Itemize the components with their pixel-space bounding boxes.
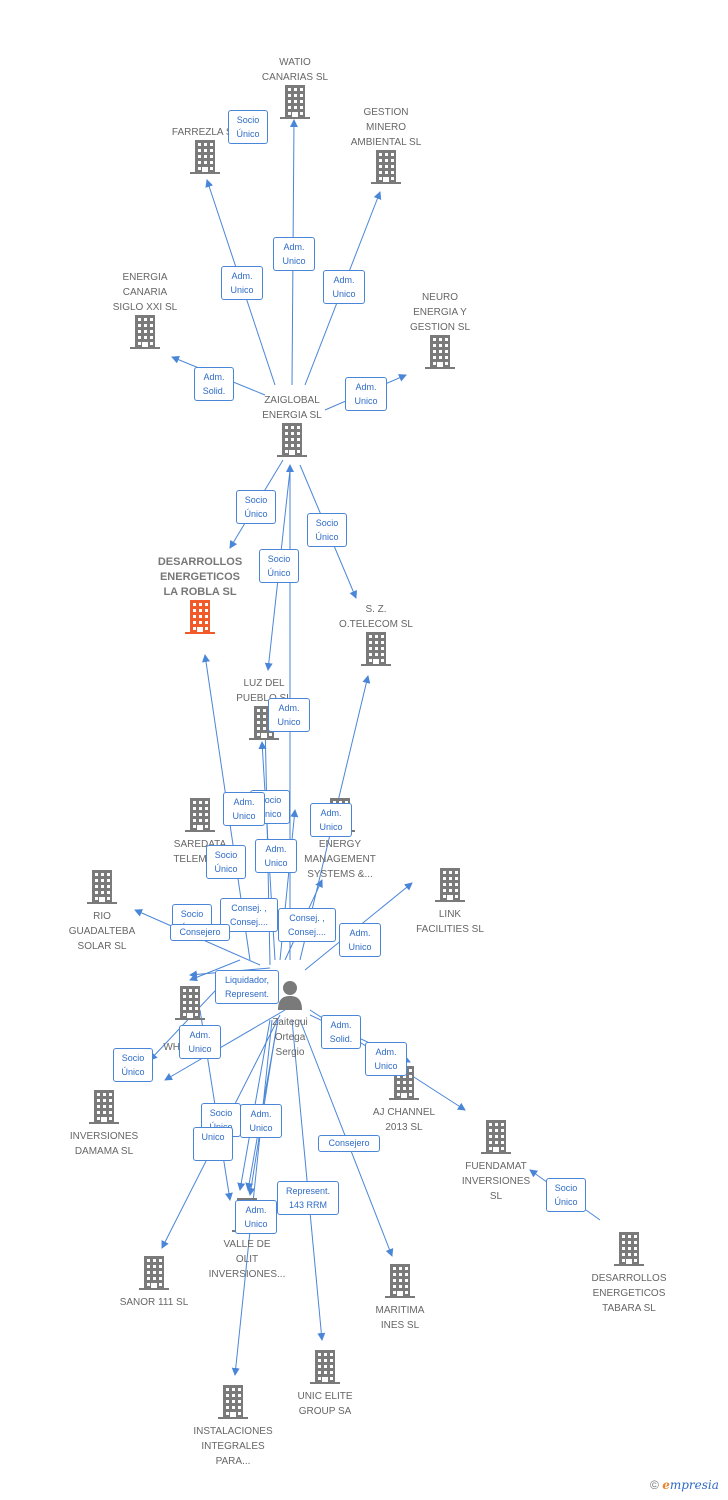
building-icon xyxy=(87,870,117,909)
building-icon xyxy=(277,423,307,462)
edge-label: Adm. Unico xyxy=(240,1104,282,1138)
building-icon xyxy=(481,1120,511,1159)
building-icon xyxy=(614,1232,644,1271)
node-label: GESTION MINERO AMBIENTAL SL xyxy=(350,107,422,148)
building-icon xyxy=(371,150,401,189)
node-label: DESARROLLOS ENERGETICOS LA ROBLA SL xyxy=(157,556,243,598)
edge-label: Liquidador, Represent. xyxy=(215,970,279,1004)
building-icon xyxy=(310,1350,340,1389)
node-label: INVERSIONES DAMAMA SL xyxy=(69,1131,139,1157)
node-label: VALLE DE OLIT INVERSIONES... xyxy=(208,1239,286,1280)
node-label: INSTALACIONES INTEGRALES PARA... xyxy=(193,1426,273,1467)
edge-label: Consejero xyxy=(318,1135,380,1152)
building-icon xyxy=(185,600,215,639)
node-watio[interactable]: WATIO CANARIAS SL xyxy=(230,55,360,124)
node-label: MARITIMA INES SL xyxy=(375,1305,425,1331)
node-saredata[interactable]: SAREDATA TELEMET... xyxy=(135,798,265,867)
edge-label: Socio Único xyxy=(546,1178,586,1212)
edge-label: Adm. Unico xyxy=(273,237,315,271)
edge-label: Adm. Solid. xyxy=(194,367,234,401)
edge-label: Adm. Unico xyxy=(310,803,352,837)
building-icon xyxy=(435,868,465,907)
edge-label: Adm. Unico xyxy=(365,1042,407,1076)
building-icon xyxy=(361,632,391,671)
node-label: ENERGIA CANARIA SIGLO XXI SL xyxy=(112,272,178,313)
edge-line xyxy=(291,1019,326,1341)
node-maritima[interactable]: MARITIMA INES SL xyxy=(335,1264,465,1333)
node-link[interactable]: LINK FACILITIES SL xyxy=(385,868,515,937)
edge-label: Socio Único xyxy=(259,549,299,583)
node-label: FUENDAMAT INVERSIONES SL xyxy=(461,1161,531,1202)
building-icon xyxy=(175,986,205,1025)
brand-logo: empresia xyxy=(662,1478,719,1492)
edge-label: Adm. Unico xyxy=(179,1025,221,1059)
node-label: S. Z. O.TELECOM SL xyxy=(339,604,413,630)
building-icon xyxy=(89,1090,119,1129)
node-neuro[interactable]: NEURO ENERGIA Y GESTION SL xyxy=(375,290,505,374)
building-icon xyxy=(280,85,310,124)
node-fuendamat[interactable]: FUENDAMAT INVERSIONES SL xyxy=(431,1120,561,1204)
building-icon xyxy=(218,1385,248,1424)
node-label: Zaitegui Ortega Sergio xyxy=(272,1017,308,1058)
node-energia-canaria[interactable]: ENERGIA CANARIA SIGLO XXI SL xyxy=(80,270,210,354)
node-zaiglobal[interactable]: ZAIGLOBAL ENERGIA SL xyxy=(227,393,357,462)
building-icon xyxy=(425,335,455,374)
node-instalaciones[interactable]: INSTALACIONES INTEGRALES PARA... xyxy=(168,1385,298,1469)
node-sanor[interactable]: SANOR 111 SL xyxy=(89,1256,219,1310)
edge-label: Adm. Unico xyxy=(221,266,263,300)
node-label: NEURO ENERGIA Y GESTION SL xyxy=(409,292,470,333)
node-label: RIO GUADALTEBA SOLAR SL xyxy=(68,911,136,952)
person-icon xyxy=(277,980,303,1015)
edge-label: Socio Único xyxy=(236,490,276,524)
building-icon xyxy=(385,1264,415,1303)
edge-label: Adm. Unico xyxy=(345,377,387,411)
node-gestion[interactable]: GESTION MINERO AMBIENTAL SL xyxy=(321,105,451,189)
edge-label: Adm. Solid. xyxy=(321,1015,361,1049)
edge-label: Socio Único xyxy=(307,513,347,547)
edge-label: Consej. , Consej.... xyxy=(278,908,336,942)
copyright-symbol: © xyxy=(650,1478,659,1492)
node-rio[interactable]: RIO GUADALTEBA SOLAR SL xyxy=(37,870,167,954)
edge-label: Socio Único xyxy=(228,110,268,144)
edge-label: Adm. Unico xyxy=(339,923,381,957)
node-desarrollos-tabara[interactable]: DESARROLLOS ENERGETICOS TABARA SL xyxy=(564,1232,694,1316)
node-sz[interactable]: S. Z. O.TELECOM SL xyxy=(311,602,441,671)
node-label: UNIC ELITE GROUP SA xyxy=(297,1391,353,1417)
edge-label: Represent. 143 RRM xyxy=(277,1181,339,1215)
building-icon xyxy=(130,315,160,354)
node-inversiones-damama[interactable]: INVERSIONES DAMAMA SL xyxy=(39,1090,169,1159)
node-label: SANOR 111 SL xyxy=(119,1297,189,1308)
node-label: WATIO CANARIAS SL xyxy=(261,57,329,83)
edge-label: Adm. Unico xyxy=(223,792,265,826)
node-unic[interactable]: UNIC ELITE GROUP SA xyxy=(260,1350,390,1419)
edge-label: Adm. Unico xyxy=(323,270,365,304)
edge-line xyxy=(231,1019,273,1376)
node-label: LINK FACILITIES SL xyxy=(416,909,484,935)
node-label: SAREDATA TELEMET... xyxy=(173,839,227,865)
edge-label: Adm. Unico xyxy=(255,839,297,873)
node-desarrollos-robla[interactable]: DESARROLLOS ENERGETICOS LA ROBLA SL xyxy=(135,555,265,639)
node-person[interactable]: Zaitegui Ortega Sergio xyxy=(225,980,355,1060)
edge-label: Consejero xyxy=(170,924,230,941)
building-icon xyxy=(139,1256,169,1295)
edge-line xyxy=(164,1009,286,1081)
node-label: ENERGY MANAGEMENT SYSTEMS &... xyxy=(304,839,376,880)
copyright: © empresia xyxy=(650,1478,719,1492)
edge-label: Adm. Unico xyxy=(268,698,310,732)
node-label: DESARROLLOS ENERGETICOS TABARA SL xyxy=(591,1273,667,1314)
edge-label: Adm. Unico xyxy=(235,1200,277,1234)
building-icon xyxy=(190,140,220,179)
node-label: ZAIGLOBAL ENERGIA SL xyxy=(262,395,322,421)
building-icon xyxy=(185,798,215,837)
edge-label: Socio Único xyxy=(206,845,246,879)
edge-label: Unico xyxy=(193,1127,233,1161)
edge-label: Socio Único xyxy=(113,1048,153,1082)
node-label: AJ CHANNEL 2013 SL xyxy=(372,1107,436,1133)
